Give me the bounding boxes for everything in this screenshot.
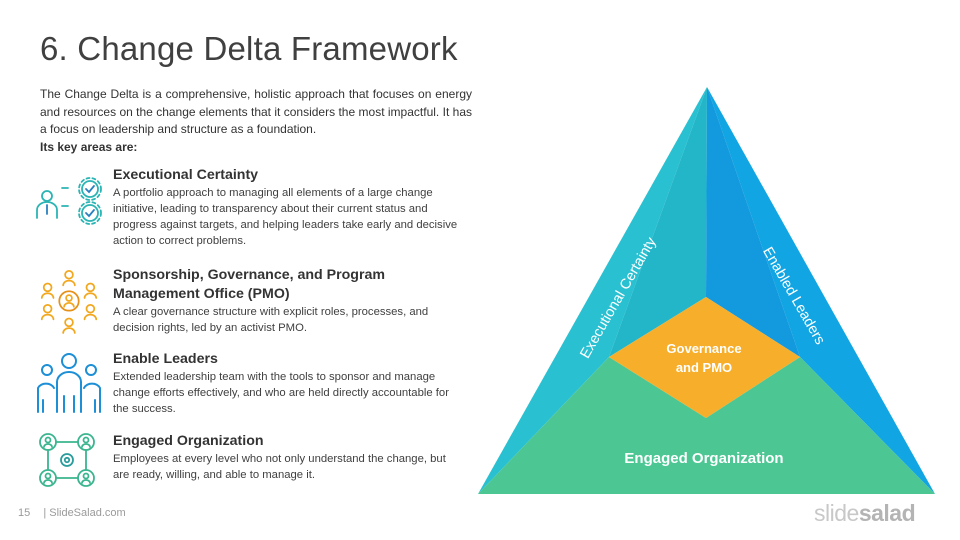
slidesalad-logo: slidesalad: [814, 500, 916, 527]
footer-site: | SlideSalad.com: [43, 507, 126, 519]
triangle-bottom-face: [478, 357, 935, 494]
intro-text: The Change Delta is a comprehensive, hol…: [40, 87, 472, 136]
area-item-description: Employees at every level who not only un…: [113, 453, 446, 481]
people-gear-network-icon: [39, 433, 95, 487]
area-item-title: Enable Leaders: [113, 351, 218, 367]
area-item-description: A clear governance structure with explic…: [113, 306, 429, 334]
area-item-description: A portfolio approach to managing all ele…: [113, 187, 458, 247]
footer: 15 | SlideSalad.com: [18, 507, 126, 519]
triangle-right-face: [707, 87, 935, 494]
area-item-text: Executional Certainty A portfolio approa…: [113, 166, 465, 249]
center-label-line-1: Governance: [666, 341, 741, 356]
intro-paragraph: The Change Delta is a comprehensive, hol…: [40, 86, 472, 156]
area-item-title: Executional Certainty: [113, 167, 259, 183]
center-diamond: [609, 297, 800, 418]
group-people-icon: [37, 353, 101, 413]
change-delta-triangle-diagram: Executional Certainty Enabled Leaders En…: [478, 87, 935, 494]
team-network-icon: [40, 269, 98, 334]
slide-title: 6. Change Delta Framework: [40, 30, 458, 67]
center-label-line-2: and PMO: [676, 360, 732, 375]
triangle-right-inner-face: [706, 87, 800, 357]
person-gears-icon: [36, 177, 102, 225]
triangle-left-inner-face: [609, 87, 707, 357]
area-item-description: Extended leadership team with the tools …: [113, 371, 449, 415]
area-item-text: Enable Leaders Extended leadership team …: [113, 350, 465, 417]
page-number: 15: [18, 507, 31, 519]
area-item-text: Sponsorship, Governance, and Program Man…: [113, 266, 465, 336]
area-item-title: Engaged Organization: [113, 433, 264, 449]
area-item-title: Sponsorship, Governance, and Program Man…: [113, 267, 385, 302]
triangle-left-face: [478, 87, 707, 494]
bottom-face-label: Engaged Organization: [624, 450, 783, 467]
key-areas-label: Its key areas are:: [40, 139, 138, 154]
area-item-text: Engaged Organization Employees at every …: [113, 432, 465, 483]
logo-part-b: salad: [858, 500, 916, 526]
logo-part-a: slide: [814, 500, 859, 526]
